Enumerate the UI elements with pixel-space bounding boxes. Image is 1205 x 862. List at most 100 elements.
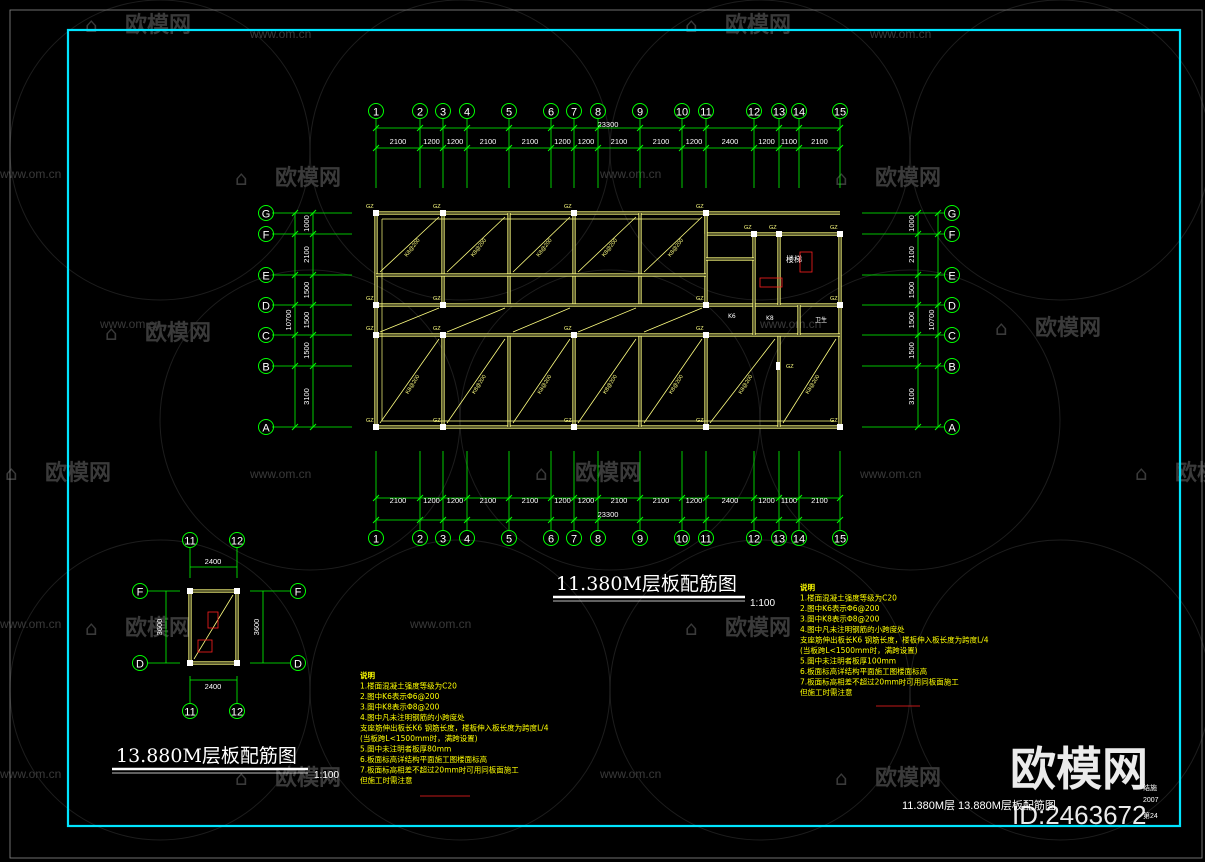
- notes-line: 6.板面标高详结构平面施工图楼面标高: [800, 666, 928, 676]
- slab-diagonal: [379, 307, 440, 333]
- structural-column: [703, 302, 709, 308]
- dim-tick: [636, 494, 644, 502]
- axis-bubble-bottom: [368, 530, 384, 546]
- small-axis-label-top: 11: [184, 536, 195, 548]
- dim-row-right: 2100: [907, 246, 916, 263]
- dim-row-right: 1000: [907, 215, 916, 232]
- dim-tick: [570, 124, 578, 132]
- watermark-url: www.om.cn: [409, 617, 471, 631]
- structural-column: [440, 332, 446, 338]
- axis-bubble-bottom: [501, 530, 517, 546]
- dim-bay-bottom: 2100: [390, 496, 407, 505]
- dim-tick: [372, 144, 380, 152]
- row-label-left: D: [262, 301, 270, 313]
- axis-label-bottom: 1: [373, 534, 379, 546]
- row-label-left: C: [262, 331, 270, 343]
- axis-bubble-bottom: [791, 530, 807, 546]
- axis-label-top: 14: [793, 107, 805, 119]
- slab-diagonal: [446, 216, 506, 273]
- watermark-brand: 欧模网: [575, 460, 641, 486]
- main-plan-scale: 1:100: [750, 598, 775, 609]
- axis-label-bottom: 6: [548, 534, 554, 546]
- row-label-right: A: [948, 423, 956, 435]
- dim-tick: [795, 144, 803, 152]
- structural-column: [703, 332, 709, 338]
- dim-bay-bottom: 1100: [781, 496, 797, 505]
- small-axis-bubble-top: [229, 532, 245, 548]
- watermark-brand: 欧模网: [725, 12, 791, 38]
- main-floor-plan: 1122334455667788991010111112121313141415…: [258, 103, 960, 546]
- slab-diagonal: [512, 338, 571, 424]
- structural-column: [837, 424, 843, 430]
- slab-diagonal: [446, 338, 506, 424]
- dim-tick: [636, 124, 644, 132]
- watermark-url: www.om.cn: [0, 167, 61, 181]
- axis-bubble-top: [771, 103, 787, 119]
- watermark-circle: [759, 269, 1061, 571]
- column-tag: GZ: [696, 418, 704, 424]
- axis-bubble-bottom: [590, 530, 606, 546]
- column-tag: GZ: [433, 418, 441, 424]
- watermark-circle: [909, 539, 1205, 841]
- notes-line: 支座筋伸出板长K6 钢筋长度，楼板伸入板长度为跨度L/4: [800, 635, 989, 645]
- dim-tick: [678, 516, 686, 524]
- small-axis-bubble-bottom: [229, 703, 245, 719]
- axis-bubble-bottom: [674, 530, 690, 546]
- watermark-sofa-icon: ⌂: [685, 616, 698, 640]
- dim-bay-bottom: 2100: [480, 496, 497, 505]
- dim-tick: [570, 516, 578, 524]
- dim-bay-bottom: 2400: [722, 496, 739, 505]
- small-axis-bubble-top: [182, 532, 198, 548]
- watermark-sofa-icon: ⌂: [235, 166, 248, 190]
- notes-heading: 说明: [800, 582, 815, 592]
- axis-label-top: 13: [773, 107, 785, 119]
- slab-diagonal: [709, 338, 776, 424]
- notes-line: 7.板面标高相差不超过20mm时可用同板面施工: [800, 677, 959, 687]
- row-label-right: E: [948, 271, 955, 283]
- dim-bay-top: 1200: [447, 137, 464, 146]
- small-dim-right-label: 3600: [252, 619, 261, 636]
- dim-tick: [775, 516, 783, 524]
- watermark-brand: 欧模网: [725, 615, 791, 641]
- slab-rebar-label: K8@200: [470, 238, 488, 259]
- axis-bubble-top: [832, 103, 848, 119]
- axis-bubble-top: [698, 103, 714, 119]
- watermark-url: www.om.cn: [599, 767, 661, 781]
- column-tag: GZ: [564, 326, 572, 332]
- slab-rebar-label: K8@200: [404, 238, 422, 259]
- dim-tick: [594, 494, 602, 502]
- axis-label-bottom: 10: [676, 534, 688, 546]
- notes-right: 说明1.楼面混凝土强度等级为C202.图中K6表示Φ6@2003.图中K8表示Φ…: [800, 582, 989, 707]
- row-bubble-right: [944, 327, 960, 343]
- dim-tick: [463, 124, 471, 132]
- row-bubble-right: [944, 226, 960, 242]
- axis-label-bottom: 9: [637, 534, 643, 546]
- dim-tick: [678, 124, 686, 132]
- dim-tick: [547, 124, 555, 132]
- room-label: K6: [728, 313, 736, 320]
- column-tag: GZ: [433, 296, 441, 302]
- dim-tick: [836, 124, 844, 132]
- notes-line: 支座筋伸出板长K6 钢筋长度，楼板伸入板长度为跨度L/4: [360, 723, 549, 733]
- title-block-drawing-name: 11.380M层 13.880M层板配筋图: [902, 798, 1056, 812]
- structural-column: [440, 210, 446, 216]
- watermark-url: www.om.cn: [599, 167, 661, 181]
- watermark-url: www.om.cn: [859, 467, 921, 481]
- structural-column: [571, 424, 577, 430]
- column-tag: GZ: [433, 326, 441, 332]
- axis-label-bottom: 3: [440, 534, 446, 546]
- dim-tick: [416, 516, 424, 524]
- axis-label-bottom: 5: [506, 534, 512, 546]
- axis-bubble-top: [459, 103, 475, 119]
- column-tag: GZ: [830, 225, 838, 231]
- watermark-circle: [9, 0, 311, 301]
- notes-line: 1.楼面混凝土强度等级为C20: [800, 593, 897, 603]
- room-label: 卫生: [815, 316, 827, 324]
- small-slab-diagonal: [193, 594, 234, 660]
- watermark-sofa-icon: ⌂: [5, 461, 18, 485]
- slab-rebar-label: K8@200: [667, 238, 685, 259]
- small-row-label-left: D: [136, 659, 144, 671]
- dim-tick: [678, 494, 686, 502]
- structural-column: [571, 210, 577, 216]
- notes-line: 2.图中K6表示Φ6@200: [800, 603, 880, 613]
